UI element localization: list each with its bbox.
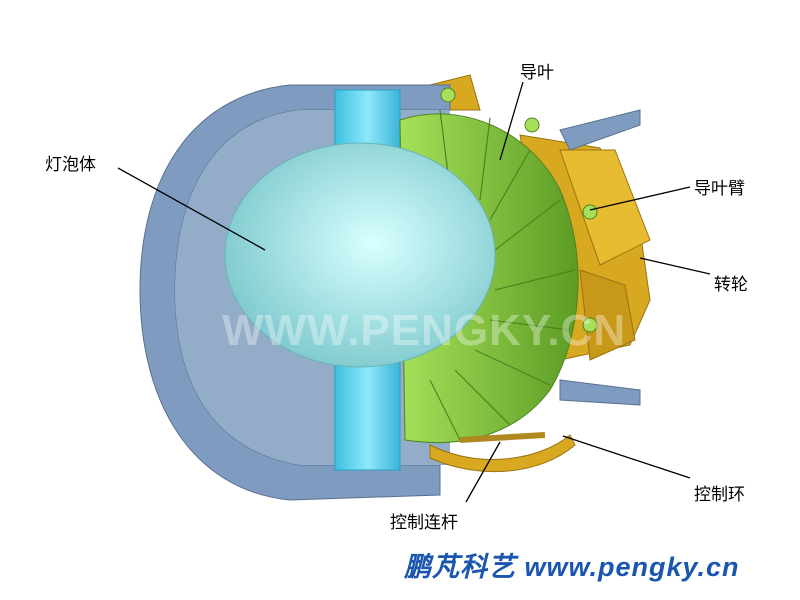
bulb-body [224, 142, 496, 368]
label-guide-vane: 导叶 [520, 63, 554, 83]
label-runner: 转轮 [714, 275, 748, 295]
label-control-link: 控制连杆 [390, 513, 458, 533]
label-guide-vane-arm: 导叶臂 [694, 179, 745, 199]
label-control-ring: 控制环 [694, 485, 745, 505]
control-link [459, 432, 546, 443]
control-ring [429, 434, 576, 473]
footer-brand: 鹏芃科艺 www.pengky.cn [404, 552, 740, 582]
leader-lines [117, 81, 711, 503]
label-bulb-body: 灯泡体 [45, 155, 96, 175]
watermark: WWW.PENGKY.CN [222, 306, 627, 355]
